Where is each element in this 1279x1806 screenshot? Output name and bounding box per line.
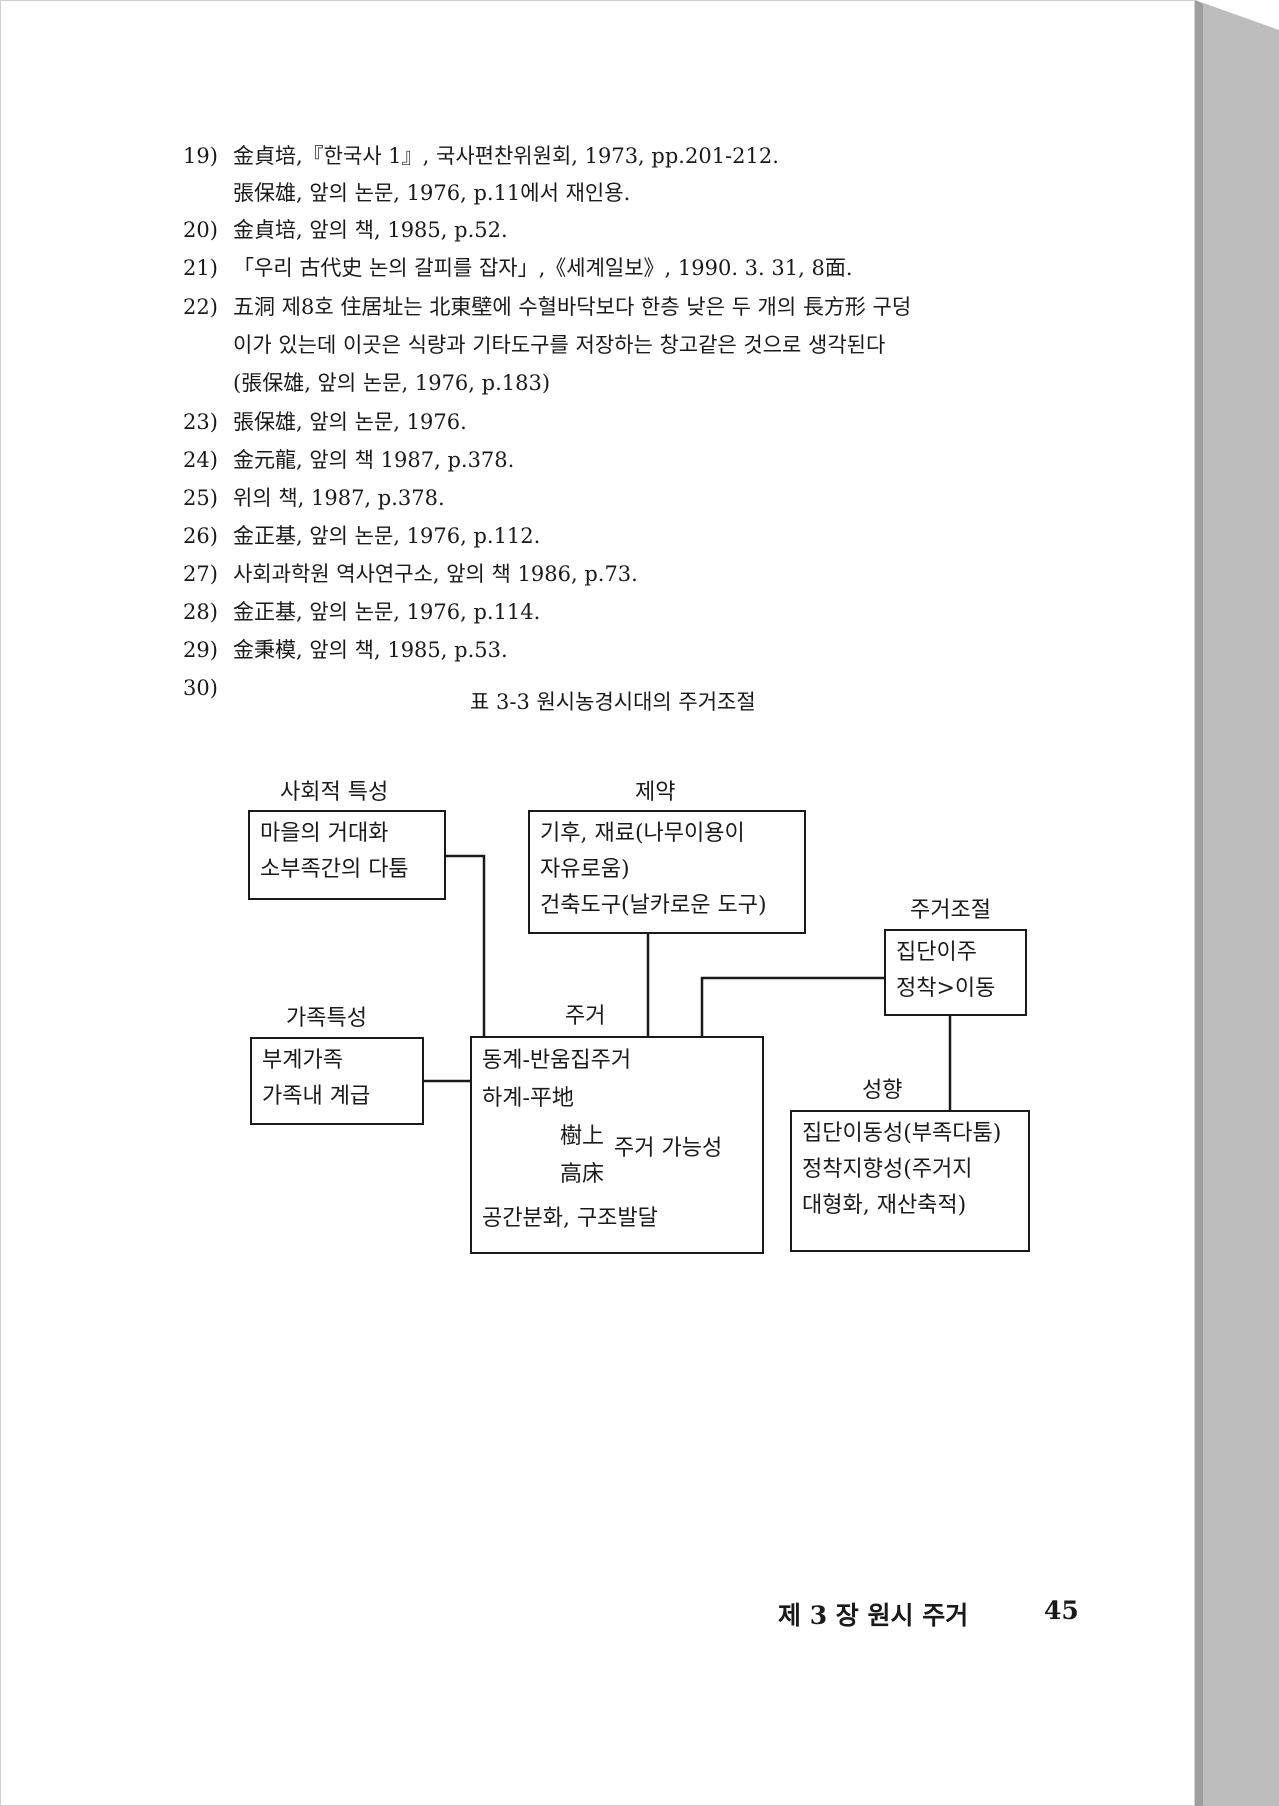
footnote-number: 29) bbox=[183, 638, 218, 662]
footnote-text: 張保雄, 앞의 논문, 1976. bbox=[233, 410, 467, 434]
footnote-number: 24) bbox=[183, 448, 218, 472]
footnote-text: 위의 책, 1987, p.378. bbox=[233, 486, 445, 510]
page-number: 45 bbox=[1044, 1596, 1079, 1625]
footnote-number: 23) bbox=[183, 410, 218, 434]
footnote-number: 20) bbox=[183, 218, 218, 242]
footnote-29: 29) 金秉模, 앞의 책, 1985, p.53. bbox=[183, 632, 1083, 670]
footnote-text: 「우리 古代史 논의 갈피를 잡자」,《세계일보》, 1990. 3. 31, … bbox=[233, 256, 853, 280]
footnote-text: 사회과학원 역사연구소, 앞의 책 1986, p.73. bbox=[233, 562, 638, 586]
footnote-number: 30) bbox=[183, 676, 218, 700]
footnote-19: 19) 金貞培,『한국사 1』, 국사편찬위원회, 1973, pp.201-2… bbox=[183, 138, 1083, 212]
footnote-25: 25) 위의 책, 1987, p.378. bbox=[183, 480, 1083, 518]
footnote-text: 五洞 제8호 住居址는 北東壁에 수혈바닥보다 한층 낮은 두 개의 長方形 구… bbox=[233, 295, 912, 319]
footnote-26: 26) 金正基, 앞의 논문, 1976, p.112. bbox=[183, 518, 1083, 556]
footnote-text: 金正基, 앞의 논문, 1976, p.114. bbox=[233, 600, 541, 624]
footnote-number: 25) bbox=[183, 486, 218, 510]
footnote-21: 21) 「우리 古代史 논의 갈피를 잡자」,《세계일보》, 1990. 3. … bbox=[183, 250, 1083, 288]
footnote-text: 金貞培, 앞의 책, 1985, p.52. bbox=[233, 218, 508, 242]
footnote-text: (張保雄, 앞의 논문, 1976, p.183) bbox=[233, 371, 551, 395]
footnote-text: 이가 있는데 이곳은 식량과 기타도구를 저장하는 창고같은 것으로 생각된다 bbox=[233, 333, 886, 357]
footnote-22: 22) 五洞 제8호 住居址는 北東壁에 수혈바닥보다 한층 낮은 두 개의 長… bbox=[183, 288, 1083, 404]
footnote-23: 23) 張保雄, 앞의 논문, 1976. bbox=[183, 404, 1083, 442]
footnote-28: 28) 金正基, 앞의 논문, 1976, p.114. bbox=[183, 594, 1083, 632]
footnote-27: 27) 사회과학원 역사연구소, 앞의 책 1986, p.73. bbox=[183, 556, 1083, 594]
footnote-30: 30) bbox=[183, 670, 1083, 708]
footnote-number: 22) bbox=[183, 295, 218, 319]
footnote-number: 26) bbox=[183, 524, 218, 548]
table-caption: 표 3-3 원시농경시대의 주거조절 bbox=[470, 690, 756, 714]
footnote-24: 24) 金元龍, 앞의 책 1987, p.378. bbox=[183, 442, 1083, 480]
footnote-text: 張保雄, 앞의 논문, 1976, p.11에서 재인용. bbox=[233, 181, 631, 205]
page-edge bbox=[1195, 0, 1279, 1806]
footnote-number: 27) bbox=[183, 562, 218, 586]
chapter-title: 제 3 장 원시 주거 bbox=[778, 1601, 969, 1630]
footnote-text: 金秉模, 앞의 책, 1985, p.53. bbox=[233, 638, 508, 662]
footnotes: 19) 金貞培,『한국사 1』, 국사편찬위원회, 1973, pp.201-2… bbox=[183, 138, 1083, 708]
footnote-number: 21) bbox=[183, 256, 218, 280]
footnote-text: 金貞培,『한국사 1』, 국사편찬위원회, 1973, pp.201-212. bbox=[233, 144, 779, 168]
footnote-text: 金正基, 앞의 논문, 1976, p.112. bbox=[233, 524, 541, 548]
footnote-number: 28) bbox=[183, 600, 218, 624]
footnote-20: 20) 金貞培, 앞의 책, 1985, p.52. bbox=[183, 212, 1083, 250]
footnote-text: 金元龍, 앞의 책 1987, p.378. bbox=[233, 448, 515, 472]
footnote-number: 19) bbox=[183, 144, 218, 168]
